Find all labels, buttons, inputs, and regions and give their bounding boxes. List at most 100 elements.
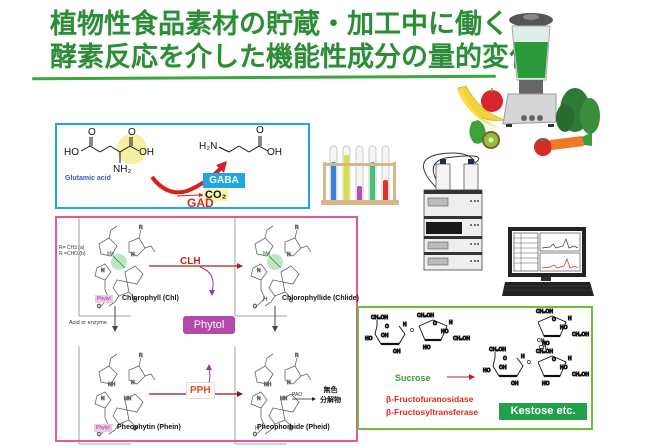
fructosyltransferase-label: β-Fructosyltransferase [386,407,479,417]
pao-arrowhead [312,397,316,401]
n-atom: N [131,380,135,386]
carboxyl-highlight [117,134,147,164]
h-label: H [568,316,572,322]
o-atom: O [289,426,293,432]
pyrrole-ring [98,365,118,385]
pyrrole-ring [124,393,144,413]
propionate-chain [256,408,266,435]
h-label: H [521,354,525,360]
o-atom: O [253,432,257,438]
keto-group [128,419,136,427]
ring-oxygen: O [433,321,437,327]
pyrrole-ring [94,263,112,281]
phytyl-tag-phein: Phytyl [94,424,112,432]
glu-oh: OH [139,147,154,158]
gaba-h2n: H₂N [199,141,218,152]
green-pepper-icon [469,120,486,144]
ho-label: HO [542,341,550,347]
ring-oxygen: O [552,317,556,323]
pyrrole-ring [124,265,144,285]
n-atom: N [101,396,105,402]
pyrrole-ring [284,365,302,385]
test-tube-liquid [357,186,362,201]
blender-icon [502,13,557,127]
acid-or-enzyme-label: Acid or enzyme [69,320,107,326]
r-group-bond [138,357,142,367]
furanose-ring [418,319,448,341]
vinyl-group [108,353,118,367]
pao-label: PAO [292,392,303,398]
glutamic-acid-label: Glutamic acid [65,175,111,182]
ch2oh-label: CH₂OH [453,336,470,342]
pyrrole-ring [94,391,112,409]
furanose-ring [537,355,567,377]
ho-label: HO [542,381,550,387]
oh-label: OH [393,349,401,355]
fructofuranosidase-label: β-Fructofuranosidase [386,394,474,404]
r-group-bond [294,357,298,367]
ethyl-group [300,373,312,381]
sucrose-arrowhead [469,374,475,380]
test-tube-liquid [383,180,388,201]
pyrrole-ring [280,265,300,285]
ch2oh-label: CH₂OH [572,332,589,338]
vinyl-group [108,225,118,239]
mg-atom-chl: Mg [107,251,114,257]
pyrrole-ring [250,391,268,409]
h-label: H [403,322,407,328]
banana-icon [457,85,506,128]
ho-label: HO [560,365,568,371]
mg-bond [268,255,282,269]
o-atom: O [133,298,137,304]
ho-label: HO [483,368,491,374]
phytol-badge: Phytol [183,316,235,334]
phytol-release-arrowhead [206,364,212,370]
pyranose-ring [492,357,524,377]
oh-label: OH [511,381,519,387]
apple-icon [481,88,503,112]
n-atom: N [257,268,261,274]
glycosidic-oxygen: O [527,360,531,366]
oh-label: OH [499,365,507,371]
ring-oxygen: O [503,356,507,362]
h-ester-chlide: H [263,297,268,303]
title-line-1: 植物性食品素材の貯蔵・加工中に働く [50,9,509,40]
pyrrole-ring [128,365,146,385]
vinyl-group [264,353,274,367]
ch2oh-label: CH₂OH [489,347,506,353]
gaba-structure [218,136,269,153]
carrot-icon [550,132,592,150]
keto-group [128,291,136,299]
n-atom: N [257,396,261,402]
colorless-products-label: 無色 分解物 [320,386,341,406]
demetalation-arrowhead [272,326,278,332]
glu-ho: HO [64,147,79,158]
colorless-line1: 無色 [323,387,338,394]
furanose-ring [537,315,567,337]
demetalation-arrowhead [112,326,118,332]
test-tube-liquid [331,162,336,201]
oh-label: OH [381,333,389,339]
pyranose-ring [374,325,406,345]
oh-label: OH [537,338,545,344]
pyrrole-ring [254,365,274,385]
ho-label: HO [560,325,568,331]
glu-nh2: NH₂ [113,164,132,175]
title-line-2: 酵素反応を介した機能性成分の量的変化 [50,42,536,73]
ethyl-group [144,245,156,253]
ester-group [108,423,120,435]
colorless-line2: 分解物 [320,397,341,404]
sucrose-label: Sucrose [395,373,431,383]
r-definition-b: R =CHO (b) [59,251,86,257]
o-atom: O [253,304,257,310]
n-atom: N [287,380,291,386]
